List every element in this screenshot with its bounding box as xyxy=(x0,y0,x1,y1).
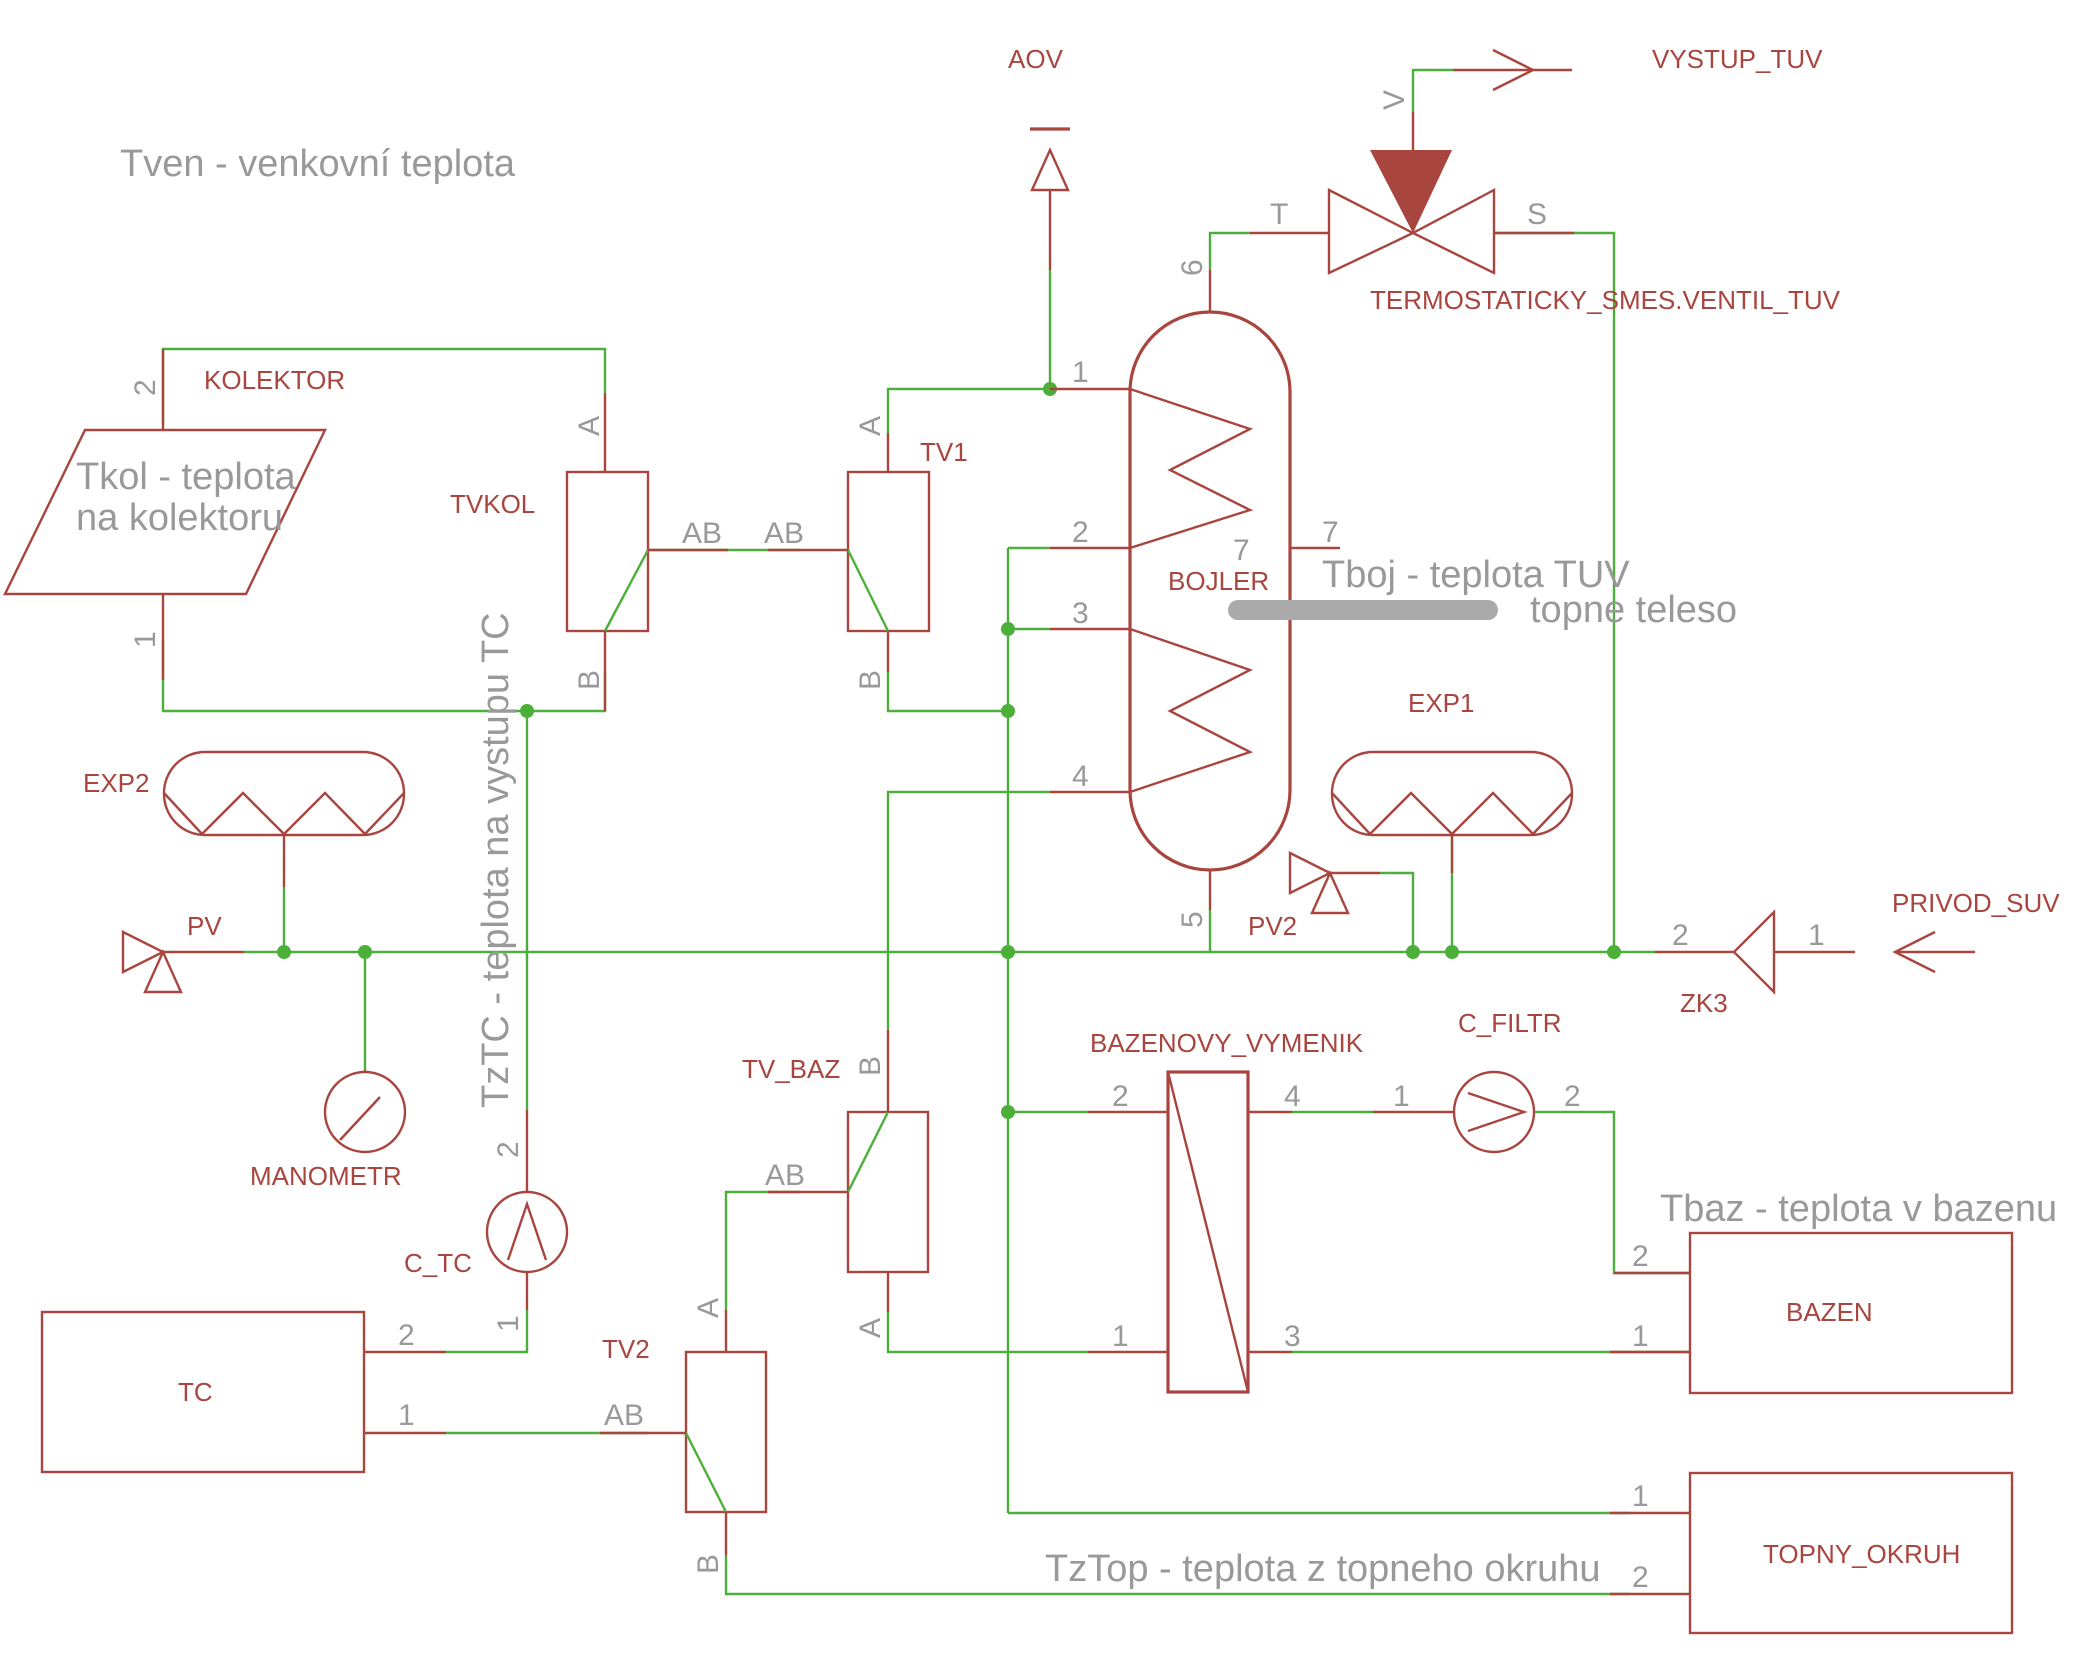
tv2-label: TV2 xyxy=(602,1334,650,1364)
bojler-label: BOJLER xyxy=(1168,566,1269,596)
zk3-label: ZK3 xyxy=(1680,988,1728,1018)
termovalve-label: TERMOSTATICKY_SMES.VENTIL_TUV xyxy=(1370,285,1841,315)
pin-vym-4: 4 xyxy=(1284,1080,1301,1113)
pin-boj-7-inner: 7 xyxy=(1233,534,1250,567)
pin-filtr-2: 2 xyxy=(1564,1080,1581,1113)
pin-tv1-ab: AB xyxy=(764,517,804,550)
pv-relief-valve[interactable] xyxy=(121,930,244,994)
annotation-notes: Tven - venkovní teplota Tkol - teplota n… xyxy=(76,143,2057,1590)
exp2-tank[interactable] xyxy=(162,750,406,887)
pin-zk3-1: 1 xyxy=(1808,919,1825,952)
pin-bazen-2: 2 xyxy=(1632,1240,1649,1273)
pin-tvkol-ab: AB xyxy=(682,517,722,550)
pin-ctc-2: 2 xyxy=(492,1141,525,1158)
pin-vym-3: 3 xyxy=(1284,1320,1301,1353)
exp1-label: EXP1 xyxy=(1408,688,1475,718)
pin-tvkol-b: B xyxy=(573,670,606,690)
pin-boj-1: 1 xyxy=(1072,356,1089,389)
bazenovy-vymenik[interactable] xyxy=(1088,1070,1292,1394)
pv2-label: PV2 xyxy=(1248,911,1297,941)
kolektor[interactable] xyxy=(3,349,327,680)
pin-vym-1: 1 xyxy=(1112,1320,1129,1353)
tv1-valve[interactable] xyxy=(768,433,931,672)
exp2-label: EXP2 xyxy=(83,768,150,798)
pin-boj-6: 6 xyxy=(1176,259,1209,276)
topne-teleso-note: topne teleso xyxy=(1530,589,1737,631)
component-labels: AOV VYSTUP_TUV TERMOSTATICKY_SMES.VENTIL… xyxy=(83,44,2060,1569)
c-tc-pump[interactable] xyxy=(485,1110,569,1310)
pin-tc-1: 1 xyxy=(398,1399,415,1432)
kolektor-label: KOLEKTOR xyxy=(204,365,345,395)
pin-boj-7-outer: 7 xyxy=(1322,516,1339,549)
pin-tvbaz-ab: AB xyxy=(765,1159,805,1192)
pin-labels: V T S 2 1 A B AB AB A B 1 2 3 4 5 6 7 7 … xyxy=(129,90,1825,1594)
pin-boj-5: 5 xyxy=(1176,911,1209,928)
pv2-relief-valve[interactable] xyxy=(1288,851,1380,915)
pin-tc-2: 2 xyxy=(398,1319,415,1352)
vystup-tuv-label: VYSTUP_TUV xyxy=(1652,44,1823,74)
tztc-note: TzTC - teplota na vystupu TC xyxy=(475,612,517,1108)
pin-tv1-a: A xyxy=(854,416,887,436)
pin-topny-2: 2 xyxy=(1632,1561,1649,1594)
pin-tv2-ab: AB xyxy=(604,1399,644,1432)
pin-tv1-b: B xyxy=(854,670,887,690)
tv2-valve[interactable] xyxy=(600,1310,768,1555)
pin-termo-t: T xyxy=(1270,198,1288,231)
pin-termo-v: V xyxy=(1378,90,1411,110)
termostatic-mixing-valve[interactable] xyxy=(1250,112,1574,275)
pin-boj-2: 2 xyxy=(1072,516,1089,549)
c-filtr-pump[interactable] xyxy=(1373,1070,1536,1154)
pin-tv2-a: A xyxy=(692,1298,725,1318)
tztop-note: TzTop - teplota z topneho okruhu xyxy=(1045,1548,1601,1590)
vystup-arrow[interactable] xyxy=(1453,48,1572,92)
tv1-label: TV1 xyxy=(920,437,968,467)
privod-arrow[interactable] xyxy=(1892,930,1975,974)
tc-heat-pump[interactable] xyxy=(40,1310,446,1474)
pv-label: PV xyxy=(187,911,222,941)
c-tc-label: C_TC xyxy=(404,1248,472,1278)
pin-vym-2: 2 xyxy=(1112,1080,1129,1113)
tkol-note-line2: na kolektoru xyxy=(76,497,283,539)
pin-tvbaz-b: B xyxy=(854,1056,887,1076)
topny-okruh-label: TOPNY_OKRUH xyxy=(1763,1539,1960,1569)
privod-suv-label: PRIVOD_SUV xyxy=(1892,888,2060,918)
tvkol-valve[interactable] xyxy=(565,393,728,711)
pin-bazen-1: 1 xyxy=(1632,1320,1649,1353)
bazen-pool[interactable] xyxy=(1610,1231,2014,1395)
aov-symbol[interactable] xyxy=(1030,127,1070,270)
pin-tvkol-a: A xyxy=(573,416,606,436)
aov-label: AOV xyxy=(1008,44,1064,74)
topny-okruh[interactable] xyxy=(1610,1471,2014,1635)
pin-topny-1: 1 xyxy=(1632,1480,1649,1513)
zk3-check-valve[interactable] xyxy=(1655,909,1855,995)
pin-boj-4: 4 xyxy=(1072,760,1089,793)
pin-tv2-b: B xyxy=(692,1554,725,1574)
pin-termo-s: S xyxy=(1527,198,1547,231)
bazenovy-vymenik-label: BAZENOVY_VYMENIK xyxy=(1090,1028,1364,1058)
tbaz-note: Tbaz - teplota v bazenu xyxy=(1660,1188,2057,1230)
c-filtr-label: C_FILTR xyxy=(1458,1008,1562,1038)
manometr-gauge[interactable] xyxy=(323,1070,407,1154)
tc-label: TC xyxy=(178,1377,213,1407)
manometr-label: MANOMETR xyxy=(250,1161,402,1191)
pin-kol-1: 1 xyxy=(129,631,162,648)
pin-kol-2: 2 xyxy=(129,379,162,396)
exp1-tank[interactable] xyxy=(1330,750,1574,873)
pin-tvbaz-a: A xyxy=(854,1318,887,1338)
tboj-note: Tboj - teplota TUV xyxy=(1322,554,1630,596)
pin-boj-3: 3 xyxy=(1072,597,1089,630)
pin-ctc-1: 1 xyxy=(492,1315,525,1332)
pin-filtr-1: 1 xyxy=(1393,1080,1410,1113)
tv-baz-label: TV_BAZ xyxy=(742,1054,840,1084)
tvkol-label: TVKOL xyxy=(450,489,535,519)
tkol-note-line1: Tkol - teplota xyxy=(76,456,297,498)
bazen-label: BAZEN xyxy=(1786,1297,1873,1327)
pin-zk3-2: 2 xyxy=(1672,919,1689,952)
tv-baz-valve[interactable] xyxy=(768,1030,930,1312)
tven-note: Tven - venkovní teplota xyxy=(120,143,516,185)
bojler-tank[interactable] xyxy=(1050,270,1340,910)
